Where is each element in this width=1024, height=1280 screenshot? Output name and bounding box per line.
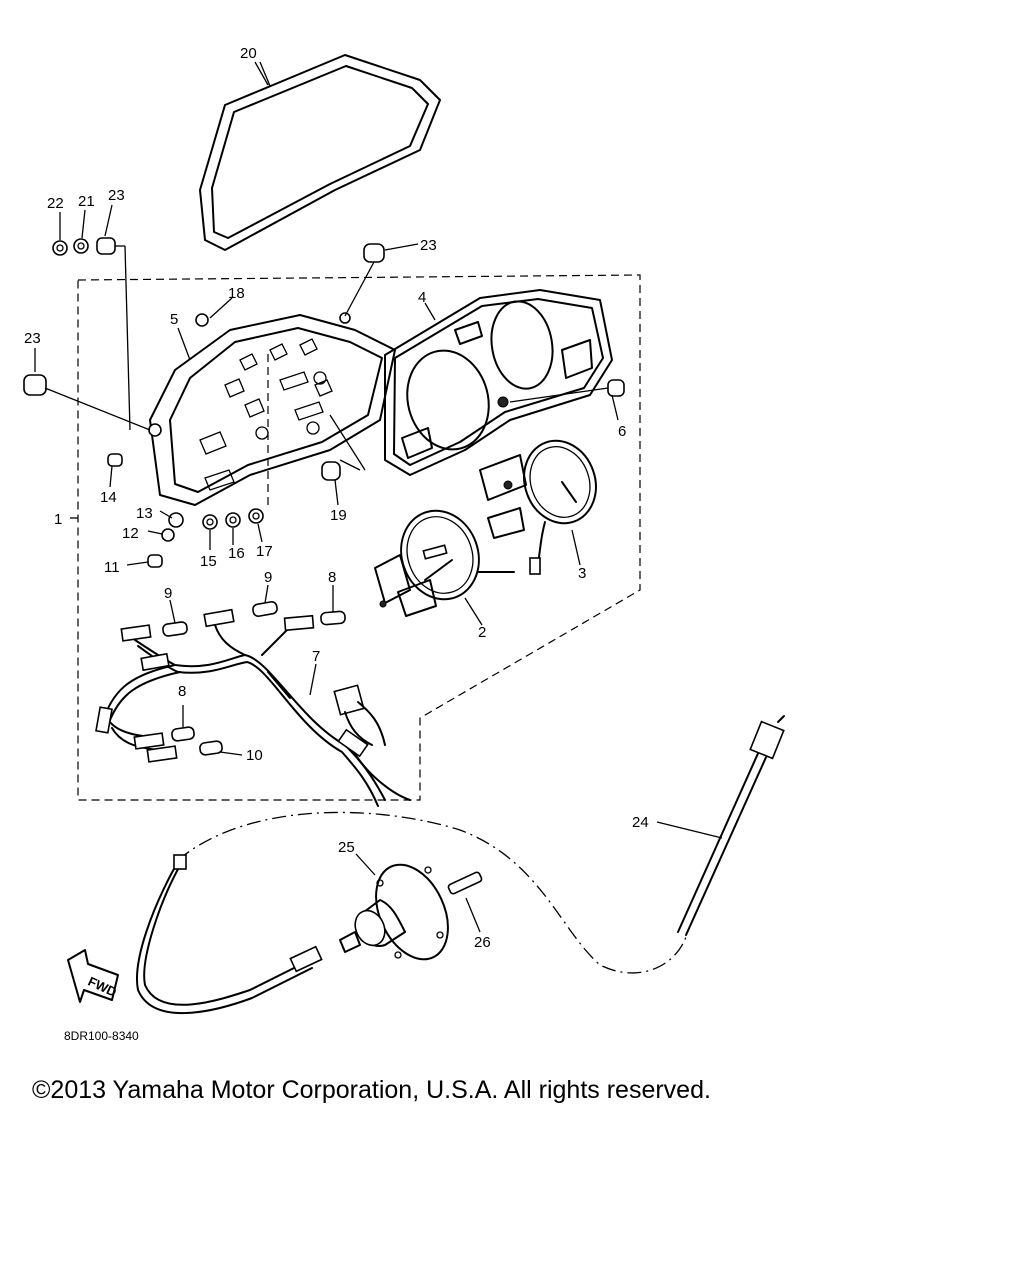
callout-14: 14 (100, 489, 117, 506)
callout-1: 1 (54, 511, 62, 528)
part-24-speedometer-cable (136, 715, 785, 1015)
part-25-gear-unit (339, 863, 449, 961)
fwd-arrow-icon: FWD (67, 949, 119, 1003)
part-5-meter-case (148, 312, 396, 506)
assembly-boundary (77, 274, 641, 801)
callout-15: 15 (200, 553, 217, 570)
bulb-sockets (120, 608, 315, 763)
callout-23c: 23 (24, 330, 41, 347)
bulbs (162, 600, 346, 756)
exploded-parts-diagram: FWD 1 2 3 4 5 6 7 8 8 9 9 10 11 12 13 14… (23, 45, 785, 1043)
callout-22: 22 (47, 195, 64, 212)
leader-lines (34, 61, 723, 933)
callout-4: 4 (418, 289, 426, 306)
callout-19: 19 (330, 507, 347, 524)
callout-8a: 8 (328, 569, 336, 586)
callout-9a: 9 (164, 585, 172, 602)
callout-3: 3 (578, 565, 586, 582)
callout-17: 17 (256, 543, 273, 560)
callout-16: 16 (228, 545, 245, 562)
callout-23b: 23 (420, 237, 437, 254)
callout-18: 18 (228, 285, 245, 302)
callout-10: 10 (246, 747, 263, 764)
drawing-code: 8DR100-8340 (64, 1029, 139, 1043)
copyright-notice: ©2013 Yamaha Motor Corporation, U.S.A. A… (32, 1076, 711, 1104)
hardware-parts (23, 237, 625, 568)
callout-labels: 1 2 3 4 5 6 7 8 8 9 9 10 11 12 13 14 15 … (24, 45, 649, 951)
callout-2: 2 (478, 624, 486, 641)
callout-20: 20 (240, 45, 257, 62)
callout-23a: 23 (108, 187, 125, 204)
part-3-tachometer (479, 439, 597, 575)
callout-24: 24 (632, 814, 649, 831)
callout-5: 5 (170, 311, 178, 328)
callout-8b: 8 (178, 683, 186, 700)
part-7-wire-harness (95, 624, 411, 807)
part-20-gasket (199, 54, 441, 251)
callout-6: 6 (618, 423, 626, 440)
callout-25: 25 (338, 839, 355, 856)
callout-13: 13 (136, 505, 153, 522)
part-26-pin (447, 871, 483, 895)
callout-7: 7 (312, 648, 320, 665)
callout-9b: 9 (264, 569, 272, 586)
part-2-speedometer (374, 509, 515, 617)
callout-21: 21 (78, 193, 95, 210)
callout-11: 11 (104, 559, 120, 576)
part-4-meter-cover (384, 289, 613, 476)
callout-26: 26 (474, 934, 491, 951)
callout-12: 12 (122, 525, 139, 542)
